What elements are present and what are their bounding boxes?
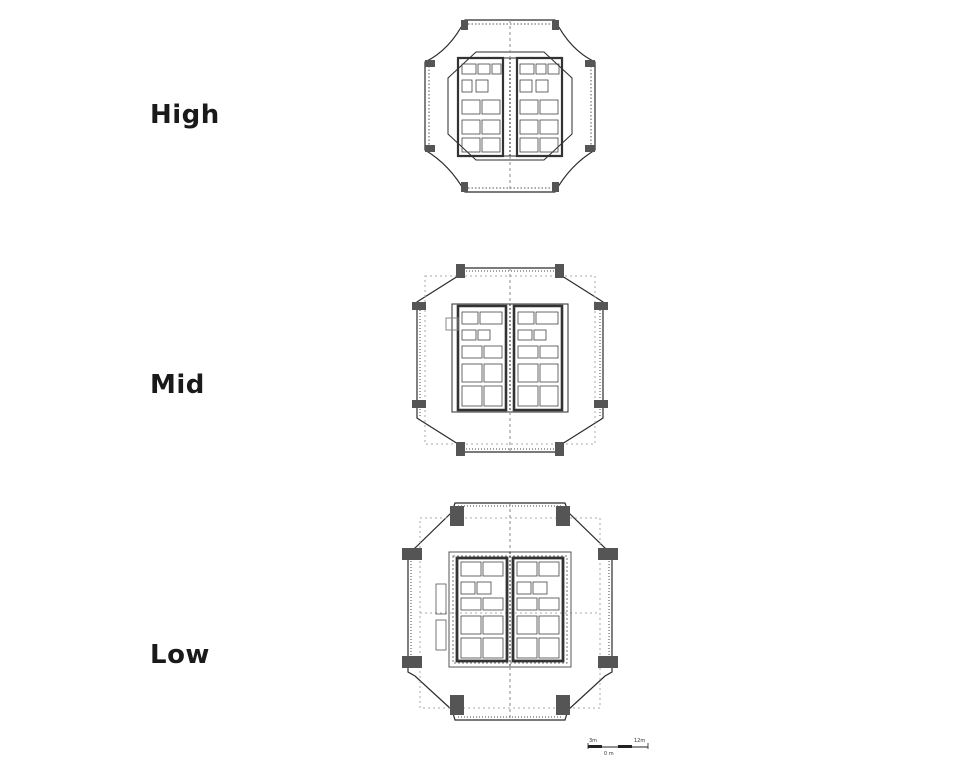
scale-caption: 0 m [604,751,614,757]
scale-bar: 3m 12m 0 m [587,738,649,757]
scale-start-label: 3m [589,738,597,744]
scale-end-label: 12m [634,738,645,744]
level-label-mid: Mid [150,370,205,400]
level-label-high: High [150,100,220,130]
level-label-low: Low [150,640,210,670]
high-floor-plan [424,19,596,193]
mid-floor-plan [412,264,608,456]
low-floor-plan [402,502,618,721]
